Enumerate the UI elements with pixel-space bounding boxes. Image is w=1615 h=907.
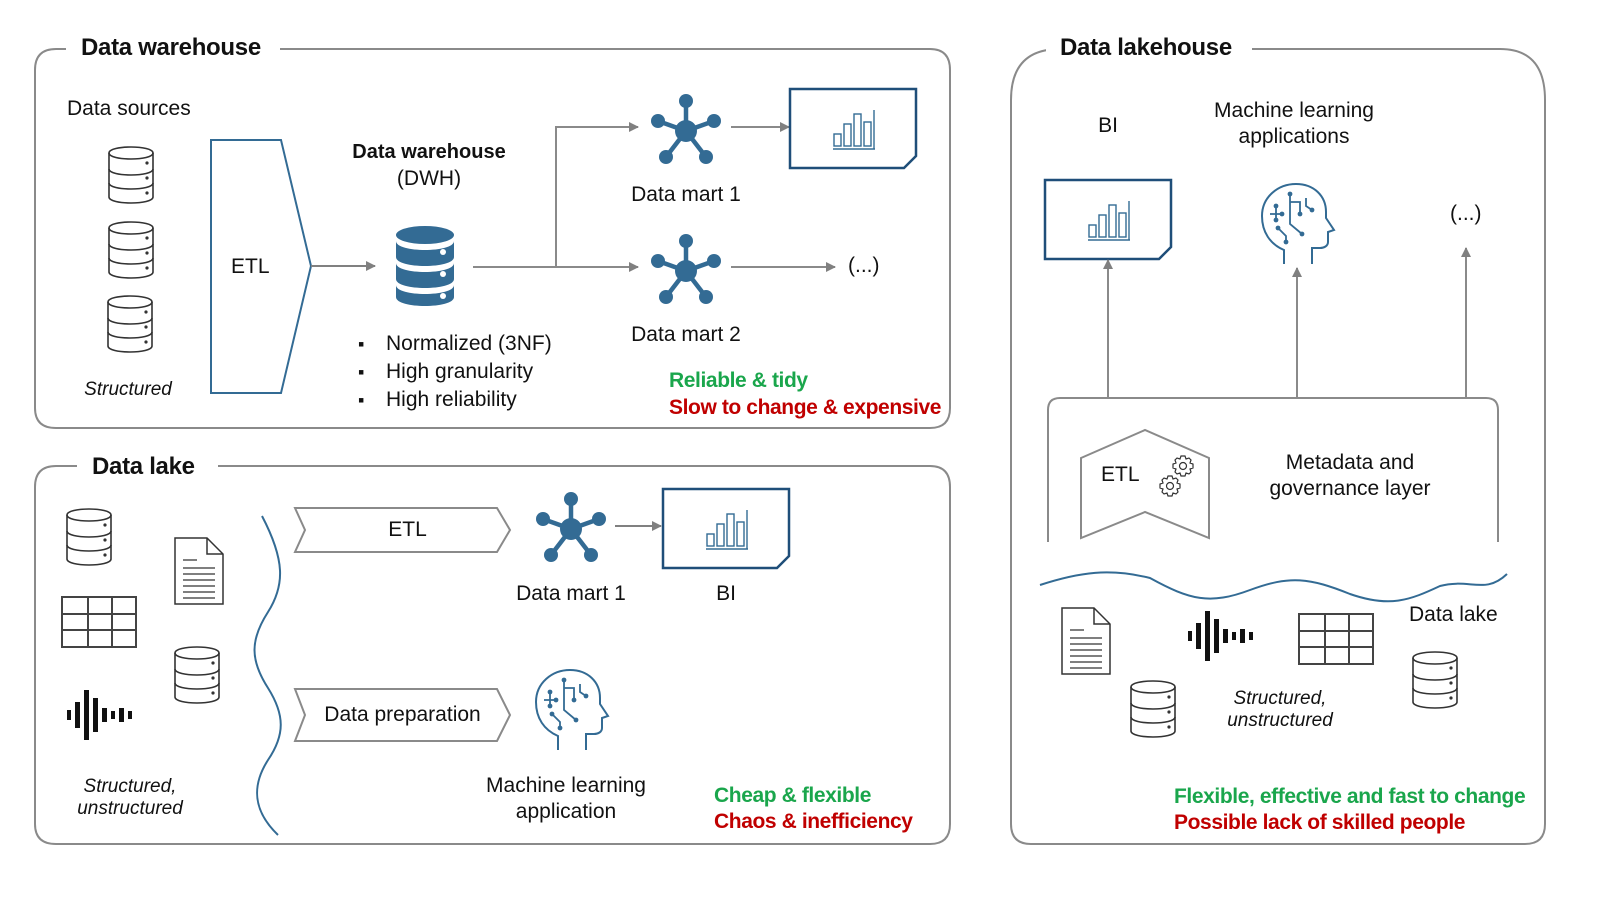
lakehouse-con: Possible lack of skilled people [1174, 811, 1466, 834]
structured-caption: Structured [84, 379, 172, 400]
metadata-layer-line1: Metadata and [1285, 451, 1415, 474]
lake-data-mart-label: Data mart 1 [516, 582, 626, 605]
lake-panel [34, 465, 951, 845]
document-icon [1061, 607, 1111, 675]
data-mart-icon [651, 94, 721, 164]
lake-bi-label: BI [716, 582, 736, 605]
etl-chevron-shape [210, 139, 313, 394]
lake-wave-divider [253, 515, 282, 836]
lake-title: Data lake [78, 453, 209, 481]
lake-caption-line1: Structured, [83, 776, 177, 797]
more-marts-label: (...) [848, 254, 880, 277]
etl-label: ETL [231, 255, 270, 278]
lake-pro: Cheap & flexible [714, 784, 871, 807]
dwh-property: High reliability [358, 386, 552, 414]
warehouse-pro: Reliable & tidy [669, 369, 808, 392]
lakehouse-bi-label: BI [1098, 114, 1118, 137]
lakehouse-caption-line1: Structured, [1233, 688, 1327, 709]
warehouse-database-icon [396, 226, 454, 306]
data-prep-arrow-shape [293, 688, 512, 742]
warehouse-panel [34, 48, 951, 429]
lakehouse-etl-label: ETL [1101, 463, 1140, 486]
document-icon [174, 537, 224, 605]
lakehouse-data-lake-label: Data lake [1409, 603, 1498, 626]
database-icon [174, 646, 220, 704]
database-icon [1130, 680, 1176, 738]
data-sources-label: Data sources [67, 97, 191, 120]
lake-ml-label-line2: application [515, 800, 617, 823]
audio-wave-icon [67, 690, 132, 740]
dwh-subtitle: (DWH) [396, 167, 462, 190]
lakehouse-ml-label-line2: applications [1238, 125, 1350, 148]
lakehouse-more-label: (...) [1450, 202, 1482, 225]
table-icon [61, 596, 137, 648]
data-prep-label: Data preparation [324, 703, 481, 726]
dwh-properties-list: Normalized (3NF) High granularity High r… [358, 330, 552, 414]
bi-dashboard-icon [1043, 178, 1173, 261]
lakehouse-title: Data lakehouse [1046, 34, 1246, 62]
lakehouse-caption-line2: unstructured [1227, 710, 1333, 731]
data-mart-icon [536, 492, 606, 562]
bi-dashboard-icon [661, 487, 791, 570]
lakehouse-pro: Flexible, effective and fast to change [1174, 785, 1526, 808]
ml-brain-icon [1261, 183, 1335, 265]
database-icon [108, 146, 154, 204]
lakehouse-etl-shape [1080, 428, 1210, 540]
lakehouse-panel [1010, 48, 1546, 845]
database-icon [1412, 651, 1458, 709]
data-mart-1-label: Data mart 1 [631, 183, 741, 206]
database-icon [107, 295, 153, 353]
lake-ml-label-line1: Machine learning [486, 774, 646, 797]
data-mart-2-label: Data mart 2 [631, 323, 741, 346]
dwh-property: Normalized (3NF) [358, 330, 552, 358]
database-icon [66, 508, 112, 566]
audio-wave-icon [1188, 611, 1253, 661]
lake-con: Chaos & inefficiency [714, 810, 913, 833]
metadata-layer-line2: governance layer [1269, 477, 1431, 500]
lake-caption-line2: unstructured [77, 798, 183, 819]
dwh-title: Data warehouse [352, 141, 506, 163]
database-icon [108, 221, 154, 279]
etl-arrow-shape [293, 507, 512, 553]
data-mart-icon [651, 234, 721, 304]
dwh-property: High granularity [358, 358, 552, 386]
lake-etl-label: ETL [388, 518, 427, 541]
source-databases [107, 146, 154, 353]
warehouse-con: Slow to change & expensive [669, 396, 942, 419]
warehouse-title: Data warehouse [67, 34, 275, 62]
ml-brain-icon [535, 669, 609, 751]
lakehouse-wave-divider [1039, 571, 1508, 603]
table-icon [1298, 613, 1374, 665]
lakehouse-ml-label-line1: Machine learning [1214, 99, 1374, 122]
bi-dashboard-icon [788, 87, 918, 170]
